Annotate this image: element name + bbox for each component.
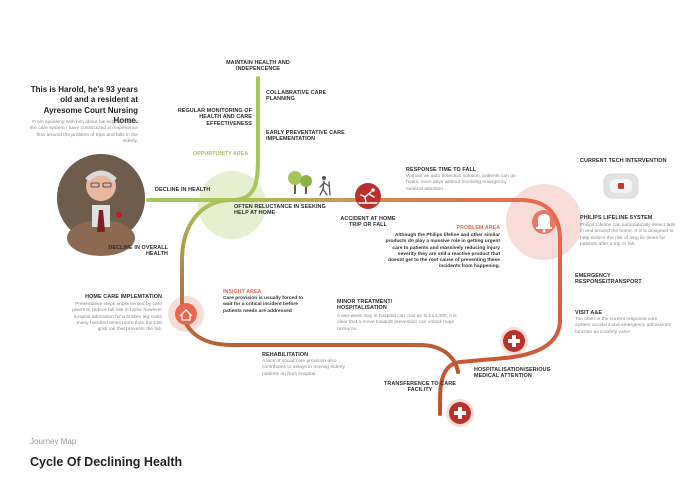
label-minor-body: A two-week stay in hospital can cost up … (337, 314, 457, 332)
label-visit-title: VISIT A&E (575, 310, 603, 316)
label-homecare-body: Preventative steps implemented by care g… (72, 302, 162, 333)
label-response-body: Without an auto detection solution, pati… (406, 174, 516, 192)
alarm-bell-icon (532, 210, 556, 234)
label-early: EARLY PREVENTATIVE CARE IMPLEMENTATION (266, 130, 345, 143)
label-reluctance: OFTEN RELUCTANCE IN SEEKING HELP AT HOME (234, 204, 326, 217)
cycle-path-top (230, 198, 562, 242)
intro-body: From speaking with him about his experie… (30, 120, 138, 144)
label-monitoring: REGULAR MONITORING OF HEALTH AND CARE EF… (177, 108, 252, 127)
trip-fall-icon (355, 183, 381, 209)
home-care-icon (175, 303, 197, 325)
label-decline: DECLINE IN HEALTH (155, 187, 211, 193)
footer-subtitle: Journey Map (30, 437, 77, 446)
lifeline-device-icon (603, 173, 639, 199)
label-rehab-body: A lack of social care provision also con… (262, 359, 345, 377)
label-problem-title: PROBLEM AREA (456, 225, 500, 231)
hospital-cross-icon (503, 330, 525, 352)
label-philips-title: PHILIPS LIFELINE SYSTEM (580, 215, 653, 221)
cycle-path-right (438, 238, 562, 402)
label-minor-title: MINOR TREATMENT/ HOSPITALISATION (337, 299, 393, 312)
cycle-path-left (180, 198, 460, 374)
footer-title: Cycle Of Declining Health (30, 455, 183, 469)
label-response-title: RESPONSE TIME TO FALL (406, 167, 477, 173)
label-opportunity: OPPURTUNITY AREA (193, 151, 249, 157)
label-transfer: TRANSFERENCE TO CARE FACILITY (384, 381, 456, 394)
label-emergency: EMERGENCY RESPONSE/TRANSPORT (575, 273, 642, 286)
label-insight-title: INSIGHT AREA (223, 289, 262, 295)
label-hosp: HOSPITALISATION/SERIOUS MEDICAL ATTENTIO… (474, 367, 551, 380)
label-collab: COLLABRATIVE CARE PLANNING (266, 90, 327, 103)
opportunity-halo (198, 171, 266, 239)
label-maintain: MAINTAIN HEALTH AND INDEPENCENCE (226, 60, 290, 73)
walking-person-icon (319, 176, 331, 196)
label-overall: DECLINE IN OVERALL HEALTH (108, 245, 168, 258)
trees-icon (288, 171, 312, 194)
intro-title: This is Harold, he's 93 years old and a … (30, 85, 138, 126)
label-insight-body: Care provision is usually forced to wait… (223, 296, 304, 314)
harold-photo (57, 154, 145, 256)
label-rehab-title: REHABILITATION (262, 352, 309, 358)
ambulance-cross-icon (449, 402, 471, 424)
label-visit-body: Too often in the current response care s… (575, 317, 671, 335)
label-problem-body: Although the Philips lifeline and other … (385, 233, 500, 270)
label-tech: CURRENT TECH INTERVENTION (580, 158, 667, 164)
label-homecare-title: HOME CARE IMPLEMTATION (85, 294, 162, 300)
label-philips-body: Philips Lifeline can automatically detec… (580, 223, 676, 247)
label-accident: ACCIDENT AT HOME TRIP OR FALL (340, 216, 396, 229)
